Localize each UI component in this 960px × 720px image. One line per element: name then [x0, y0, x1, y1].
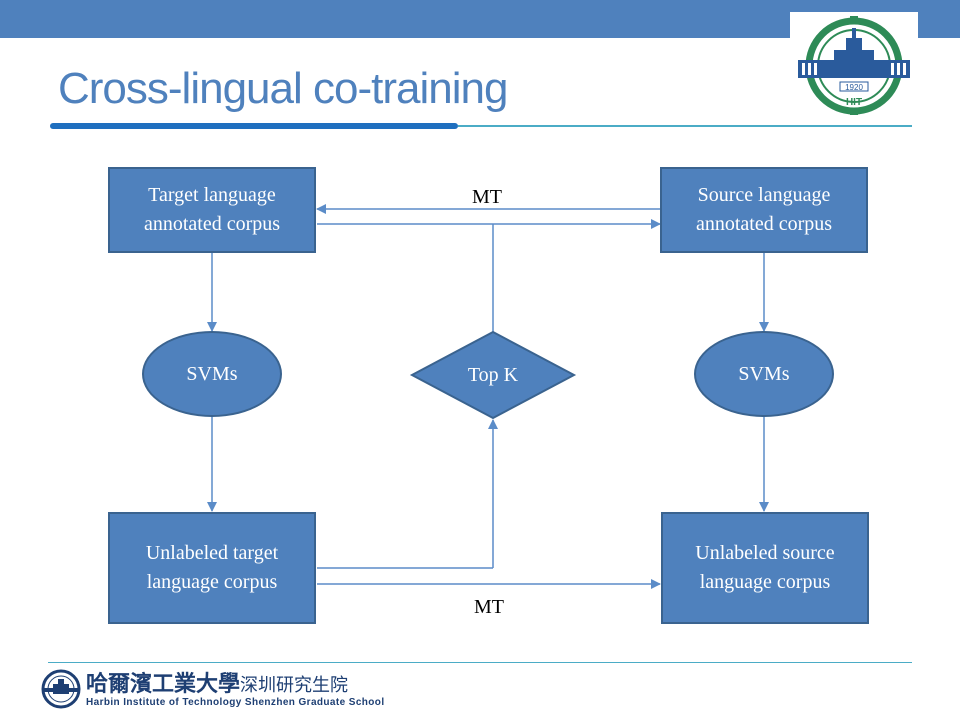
- source-unlabeled-corpus-box: Unlabeled source language corpus: [661, 512, 869, 624]
- footer-emblem: [40, 668, 82, 715]
- svms-right-ellipse: SVMs: [694, 331, 834, 417]
- page-title: Cross-lingual co-training: [58, 64, 508, 113]
- footer-rule: [48, 662, 912, 663]
- target-annotated-line2: annotated corpus: [143, 213, 281, 235]
- mt-top-label: MT: [472, 186, 502, 208]
- target-unlabeled-corpus-box: Unlabeled target language corpus: [108, 512, 316, 624]
- title-underline-thin: [458, 125, 912, 127]
- source-unlabeled-line1: Unlabeled source: [695, 542, 835, 564]
- topk-diamond: [409, 330, 577, 420]
- target-unlabeled-line2: language corpus: [146, 571, 278, 593]
- svms-left-label: SVMs: [186, 362, 238, 385]
- target-unlabeled-line1: Unlabeled target: [145, 542, 279, 564]
- source-annotated-line1: Source language: [697, 184, 831, 206]
- title-underline-thick: [50, 123, 458, 129]
- source-annotated-corpus-box: Source language annotated corpus: [660, 167, 868, 253]
- footer-english-name: Harbin Institute of Technology Shenzhen …: [86, 697, 385, 708]
- source-annotated-line2: annotated corpus: [695, 213, 833, 235]
- target-annotated-line1: Target language: [148, 184, 276, 206]
- svms-right-label: SVMs: [738, 362, 790, 385]
- svms-left-ellipse: SVMs: [142, 331, 282, 417]
- footer-chinese-name: 哈爾濱工業大學深圳研究生院: [86, 666, 348, 698]
- footer-university-cn: 哈爾濱工業大學: [86, 671, 241, 697]
- footer-campus-cn: 深圳研究生院: [240, 675, 349, 696]
- emblem-year: 1920: [845, 83, 863, 92]
- mt-bottom-label: MT: [474, 596, 504, 618]
- topk-label: Top K: [467, 363, 519, 386]
- hit-emblem: 1920 HIT: [790, 12, 918, 116]
- emblem-letters: HIT: [846, 97, 862, 108]
- source-unlabeled-line2: language corpus: [699, 571, 831, 593]
- target-annotated-corpus-box: Target language annotated corpus: [108, 167, 316, 253]
